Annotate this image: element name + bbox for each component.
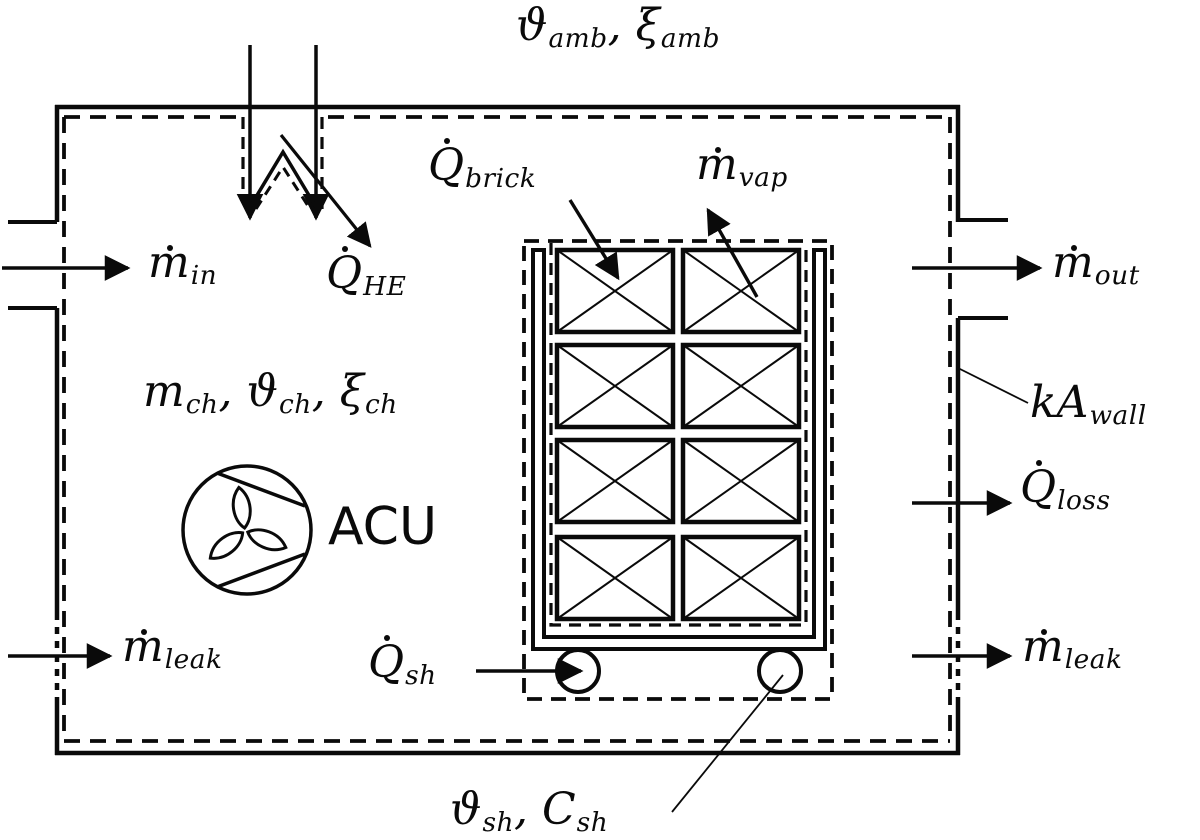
m-vap-arrow (706, 207, 759, 298)
shelf-state-pointer (671, 674, 784, 813)
heat-exchanger-chevron-dashed (254, 164, 312, 210)
trolley (522, 239, 834, 701)
ka-wall-pointer (957, 367, 1029, 404)
chamber-system-boundary (62, 115, 952, 743)
brick (680, 247, 802, 335)
label-acu: ACU (328, 497, 438, 557)
label-chamber-state: mch, ϑch, ξch (143, 366, 398, 420)
brick (554, 247, 676, 335)
label-ambient-state: ϑamb, ξamb (516, 0, 720, 54)
pointer-lines (671, 367, 1029, 813)
trolley-inner-boundary (549, 243, 808, 627)
label-ka-wall: kAwall (1030, 377, 1147, 431)
fan-chord-top (216, 471, 306, 508)
rack-outer-frame (531, 249, 827, 651)
heat-exchanger-duct (236, 45, 372, 248)
brick (680, 534, 802, 622)
brick-stack (554, 247, 802, 622)
brick (554, 534, 676, 622)
label-shelf-state: ϑsh, Csh (450, 784, 609, 838)
brick (554, 437, 676, 525)
acu-fan-symbol (181, 464, 313, 596)
brick (554, 342, 676, 430)
brick (680, 342, 802, 430)
duct-stubs (8, 218, 1008, 320)
trolley-wheel-right (757, 648, 803, 694)
q-brick-arrow (568, 199, 620, 281)
q-he-arrow (279, 133, 372, 248)
brick (680, 437, 802, 525)
rack-inner-frame (542, 249, 816, 639)
fan-chord-bottom (216, 552, 306, 589)
heat-exchanger-chevron (248, 148, 318, 208)
fan-circle (181, 464, 313, 596)
trolley-system-boundary (522, 239, 834, 701)
fan-propeller-icon (208, 485, 288, 560)
flow-arrows (2, 199, 1043, 684)
